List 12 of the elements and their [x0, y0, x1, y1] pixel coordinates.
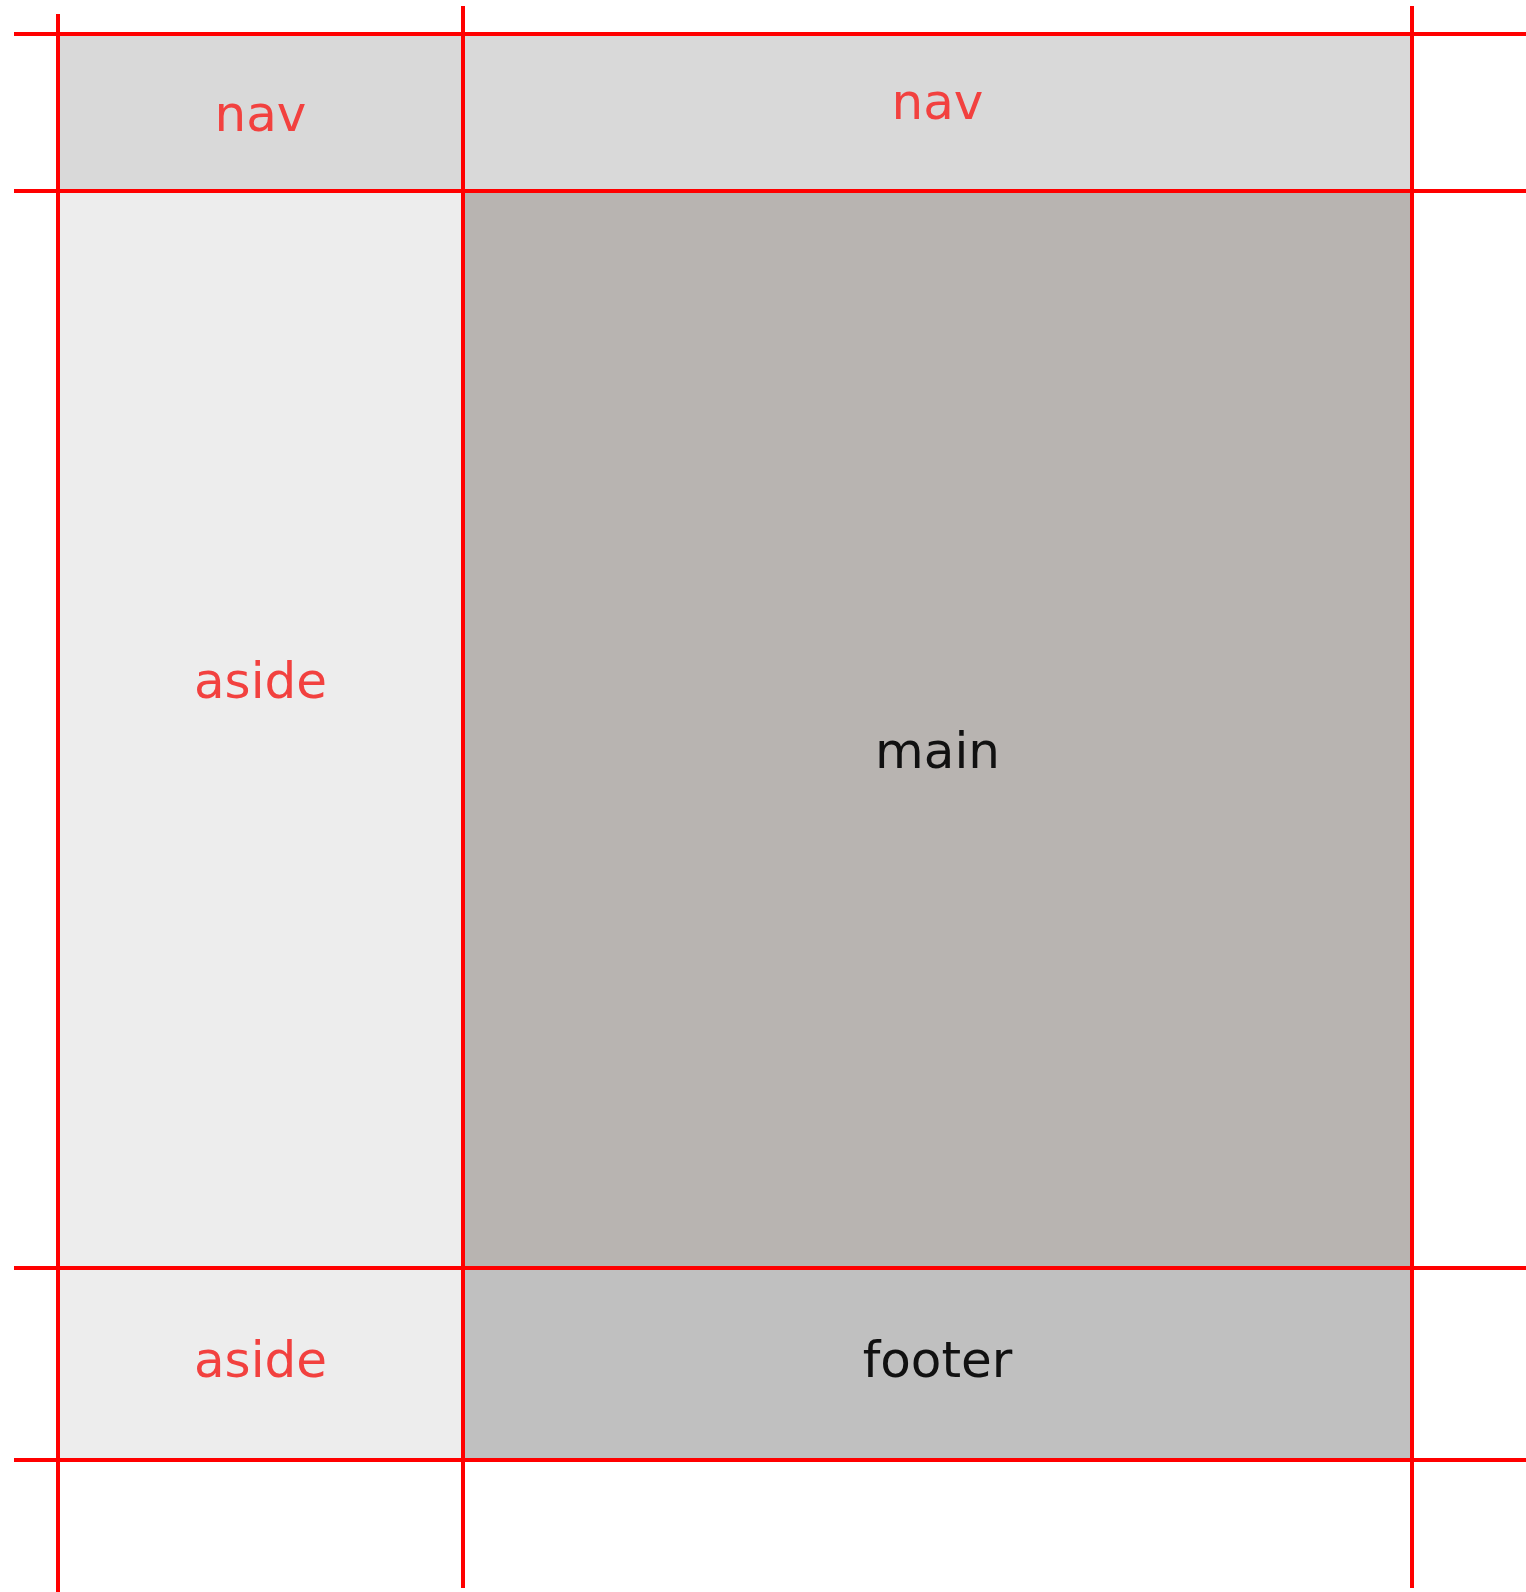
main-cell	[463, 191, 1412, 1268]
nav-cell	[58, 34, 463, 191]
nav-cell	[463, 34, 1412, 191]
aside-cell	[58, 1268, 463, 1460]
area-name: nav	[890, 72, 985, 132]
aside-cell	[58, 191, 463, 1268]
area-name: nav	[213, 84, 308, 144]
area-name: aside	[192, 651, 329, 711]
area-name: footer	[861, 1330, 1014, 1390]
area-name: main	[874, 721, 1001, 781]
footer-cell	[463, 1268, 1412, 1460]
area-name: aside	[192, 1330, 329, 1390]
